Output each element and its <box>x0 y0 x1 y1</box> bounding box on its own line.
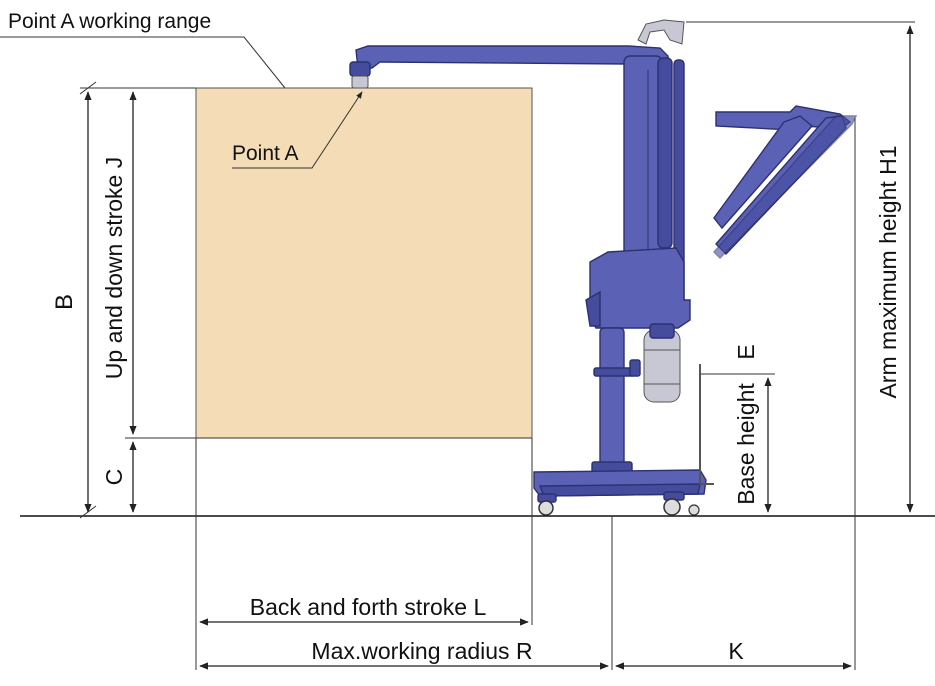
working-range-leader <box>0 36 286 89</box>
label-point-a: Point A <box>232 142 299 165</box>
manipulator-machine <box>349 19 714 516</box>
dim-b-slash-top <box>79 81 97 95</box>
label-c: C <box>101 469 127 486</box>
point-a-leader <box>232 91 363 169</box>
arm-folded-view <box>713 105 858 259</box>
label-k: K <box>728 638 744 664</box>
dim-b-slash <box>79 505 97 519</box>
label-back-forth-stroke: Back and forth stroke L <box>250 594 487 620</box>
label-arm-max-height: Arm maximum height H1 <box>875 145 901 398</box>
label-e: E <box>733 344 759 359</box>
label-max-working-radius: Max.working radius R <box>311 638 532 664</box>
label-working-range: Point A working range <box>8 10 211 33</box>
extension-lines <box>80 21 915 670</box>
label-b: B <box>51 294 78 310</box>
label-base-height: Base height <box>733 383 759 505</box>
working-range-area <box>195 87 533 439</box>
label-up-down-stroke: Up and down stroke J <box>101 157 127 379</box>
